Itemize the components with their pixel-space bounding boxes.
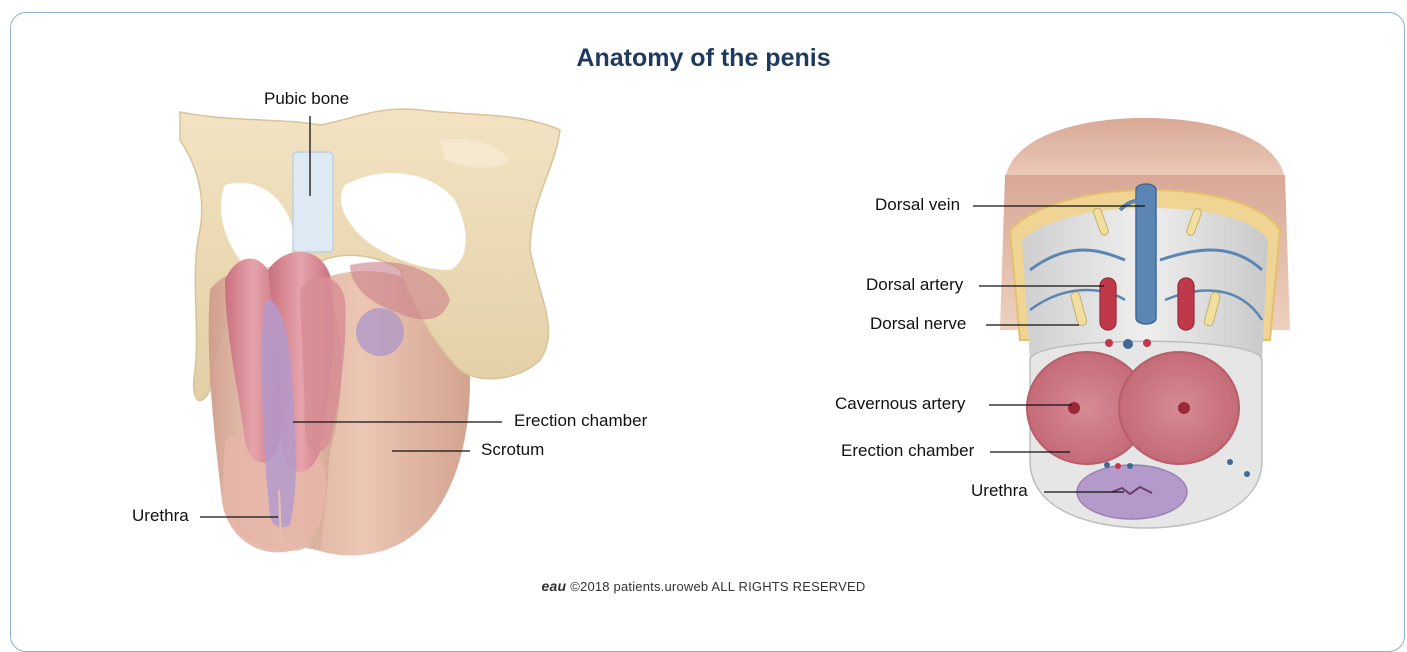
label-pubic-bone: Pubic bone bbox=[264, 89, 349, 109]
label-dorsal-vein: Dorsal vein bbox=[875, 195, 960, 215]
label-erection-chamber-left: Erection chamber bbox=[514, 411, 647, 431]
label-scrotum: Scrotum bbox=[481, 440, 544, 460]
label-cavernous-artery: Cavernous artery bbox=[835, 394, 965, 414]
cavernous-artery-left bbox=[1068, 402, 1080, 414]
dorsal-artery-right bbox=[1178, 278, 1194, 330]
label-erection-chamber-right: Erection chamber bbox=[841, 441, 974, 461]
label-dorsal-nerve: Dorsal nerve bbox=[870, 314, 966, 334]
dorsal-vein-shape bbox=[1136, 184, 1156, 324]
cavernous-artery-right bbox=[1178, 402, 1190, 414]
label-urethra-right: Urethra bbox=[971, 481, 1028, 501]
label-urethra-left: Urethra bbox=[132, 506, 189, 526]
copyright-footer: eau©2018 patients.uroweb ALL RIGHTS RESE… bbox=[0, 578, 1407, 594]
eau-logo: eau bbox=[542, 578, 567, 594]
label-dorsal-artery: Dorsal artery bbox=[866, 275, 963, 295]
penis-cross-section-illustration bbox=[0, 0, 1407, 626]
copyright-text: ©2018 patients.uroweb ALL RIGHTS RESERVE… bbox=[570, 579, 865, 594]
